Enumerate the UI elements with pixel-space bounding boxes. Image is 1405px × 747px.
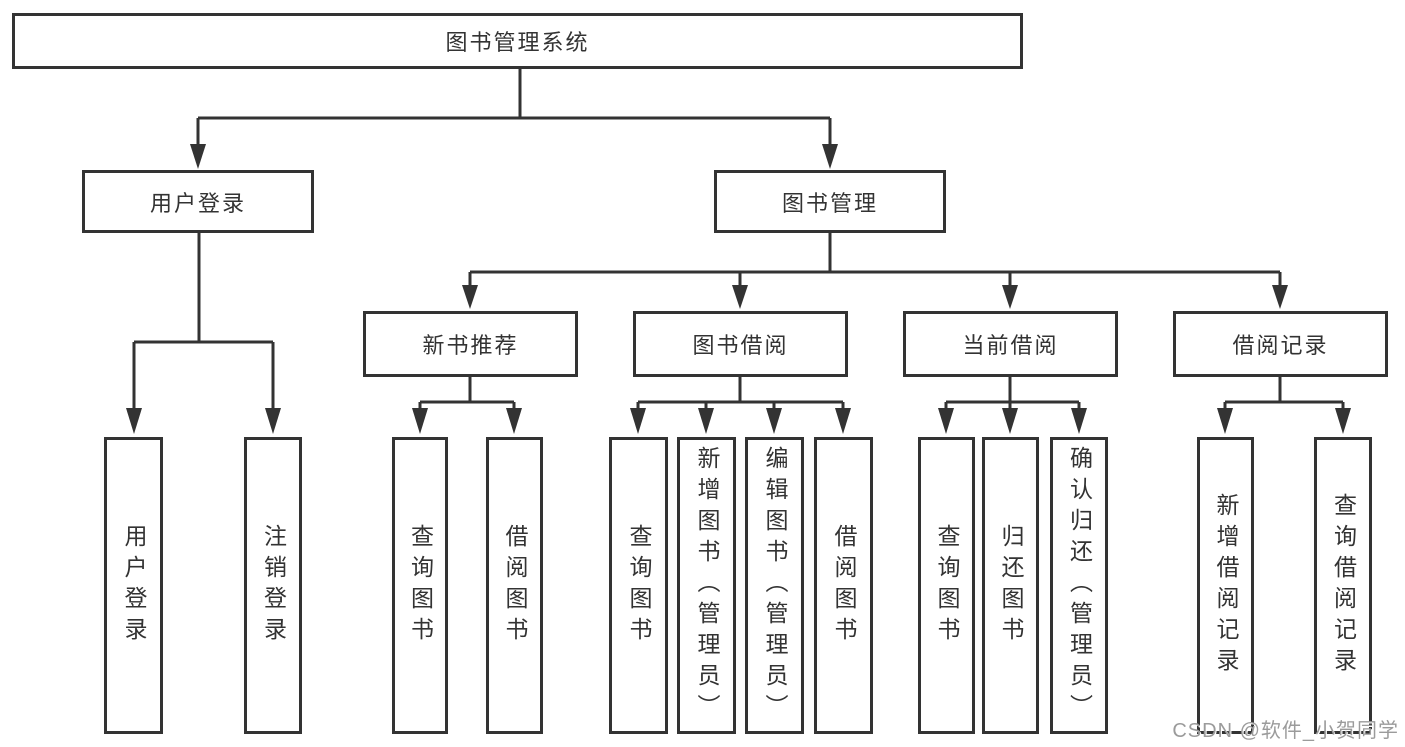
node-label: 注销登录 bbox=[260, 523, 287, 648]
leaf-return-book: 归还图书 bbox=[982, 437, 1039, 734]
leaf-query-books-borrow: 查询图书 bbox=[609, 437, 668, 734]
leaf-confirm-return-admin: 确认归还（管理员） bbox=[1050, 437, 1108, 734]
leaf-borrow-books-recommend: 借阅图书 bbox=[486, 437, 543, 734]
node-label: 图书管理系统 bbox=[445, 30, 590, 55]
leaf-query-books-current: 查询图书 bbox=[918, 437, 975, 734]
node-label: 查询借阅记录 bbox=[1330, 492, 1357, 679]
node-label: 新书推荐 bbox=[422, 333, 519, 358]
leaf-borrow-books: 借阅图书 bbox=[814, 437, 873, 734]
leaf-logout: 注销登录 bbox=[244, 437, 302, 734]
node-label: 用户登录 bbox=[121, 523, 147, 648]
node-label: 借阅记录 bbox=[1232, 333, 1329, 358]
node-label: 查询图书 bbox=[407, 523, 434, 648]
node-new-book-recommendation: 新书推荐 bbox=[363, 311, 578, 377]
node-borrowing-records: 借阅记录 bbox=[1173, 311, 1388, 377]
node-label: 图书借阅 bbox=[692, 333, 789, 358]
node-label: 新增借阅记录 bbox=[1213, 492, 1239, 679]
leaf-edit-book-admin: 编辑图书（管理员） bbox=[745, 437, 804, 734]
leaf-user-login: 用户登录 bbox=[104, 437, 163, 734]
node-label: 确认归还（管理员） bbox=[1066, 446, 1093, 725]
node-label: 图书管理 bbox=[781, 190, 878, 216]
node-label: 当前借阅 bbox=[962, 333, 1059, 358]
leaf-add-borrow-record: 新增借阅记录 bbox=[1197, 437, 1254, 734]
node-label: 查询图书 bbox=[626, 523, 652, 648]
node-label: 借阅图书 bbox=[831, 523, 857, 648]
node-label: 编辑图书（管理员） bbox=[762, 446, 788, 725]
arrowheads bbox=[126, 144, 1351, 434]
node-label: 查询图书 bbox=[934, 523, 960, 648]
node-user-login: 用户登录 bbox=[82, 170, 314, 233]
node-library-management-system: 图书管理系统 bbox=[12, 13, 1023, 69]
node-label: 用户登录 bbox=[149, 190, 246, 216]
leaf-add-book-admin: 新增图书（管理员） bbox=[677, 437, 736, 734]
leaf-query-books-recommend: 查询图书 bbox=[392, 437, 448, 734]
node-label: 归还图书 bbox=[998, 523, 1024, 648]
node-label: 借阅图书 bbox=[502, 523, 528, 648]
csdn-watermark: CSDN @软件_小贺同学 bbox=[1172, 720, 1399, 742]
node-book-borrowing: 图书借阅 bbox=[633, 311, 848, 377]
leaf-query-borrow-record: 查询借阅记录 bbox=[1314, 437, 1372, 734]
node-current-borrowing: 当前借阅 bbox=[903, 311, 1118, 377]
node-book-management: 图书管理 bbox=[714, 170, 946, 233]
node-label: 新增图书（管理员） bbox=[694, 446, 720, 725]
